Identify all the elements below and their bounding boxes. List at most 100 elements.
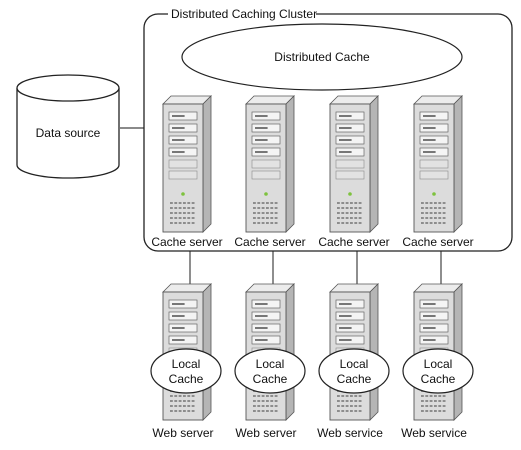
vent-slot (174, 202, 178, 204)
vent-slot (261, 202, 265, 204)
drive-bay-slot (423, 115, 436, 117)
drive-bay-slot (255, 127, 268, 129)
vent-slot (261, 400, 265, 402)
vent-slot (274, 217, 278, 219)
vent-slot (345, 212, 349, 214)
vent-slot (274, 212, 278, 214)
vent-slot (170, 212, 173, 214)
vent-slot (191, 410, 195, 412)
vent-slot (358, 212, 362, 214)
vent-slot (350, 400, 353, 402)
vent-slot (253, 207, 256, 209)
vent-slot (257, 400, 261, 402)
vent-slot (434, 395, 437, 397)
vent-slot (170, 217, 173, 219)
drive-bay-slot (339, 303, 352, 305)
vent-slot (261, 405, 265, 407)
drive-bay-slot (255, 151, 268, 153)
vent-slot (350, 212, 353, 214)
vent-slot (257, 202, 261, 204)
vent-slot (337, 207, 340, 209)
vent-slot (421, 222, 424, 224)
drive-bay-slot (339, 327, 352, 329)
vent-slot (442, 395, 446, 397)
vent-slot (274, 395, 278, 397)
vent-slot (270, 207, 274, 209)
vent-slot (438, 207, 442, 209)
vent-slot (345, 395, 349, 397)
drive-bay-slot (339, 139, 352, 141)
vent-slot (354, 395, 358, 397)
web-nodes (162, 283, 463, 421)
vent-slot (425, 217, 429, 219)
vent-slot (429, 405, 433, 407)
vent-slot (253, 202, 256, 204)
local-cache-ellipse (150, 348, 222, 394)
vent-slot (183, 405, 186, 407)
vent-slot (438, 202, 442, 204)
vent-slot (337, 400, 340, 402)
drive-bay-slot (339, 315, 352, 317)
local-cache-line2: Cache (169, 372, 204, 386)
vent-slot (191, 405, 195, 407)
cache-server-label: Cache server (402, 235, 473, 249)
vent-slot (341, 202, 345, 204)
blank-bay (335, 170, 365, 180)
vent-slot (354, 400, 358, 402)
vent-slot (421, 207, 424, 209)
local-cache-line1: Local (256, 357, 285, 371)
cache-server-icon (329, 95, 379, 233)
vent-slot (421, 212, 424, 214)
vent-slot (425, 207, 429, 209)
vent-slot (442, 222, 446, 224)
vent-slot (341, 405, 345, 407)
local-cache-ellipse (234, 348, 306, 394)
vent-slot (337, 212, 340, 214)
vent-slot (434, 410, 437, 412)
vent-slot (337, 222, 340, 224)
vent-slot (345, 405, 349, 407)
vent-slot (178, 395, 182, 397)
vent-slot (266, 217, 269, 219)
vent-slot (261, 222, 265, 224)
vent-slot (261, 207, 265, 209)
vent-slot (434, 400, 437, 402)
drive-bay-slot (172, 127, 185, 129)
vent-slot (434, 202, 437, 204)
vent-slot (274, 202, 278, 204)
blank-bay (419, 159, 449, 169)
vent-slot (257, 395, 261, 397)
server-side-face (285, 95, 295, 233)
vent-slot (270, 217, 274, 219)
vent-slot (421, 217, 424, 219)
data-source-body (16, 88, 120, 179)
vent-slot (350, 217, 353, 219)
vent-slot (434, 405, 437, 407)
vent-slot (174, 410, 178, 412)
vent-slot (438, 222, 442, 224)
vent-slot (270, 395, 274, 397)
drive-bay-slot (423, 303, 436, 305)
server-side-face (453, 95, 463, 233)
drive-bay-slot (423, 315, 436, 317)
vent-slot (421, 202, 424, 204)
vent-slot (257, 207, 261, 209)
vent-slot (350, 202, 353, 204)
drive-bay-slot (172, 139, 185, 141)
vent-slot (174, 212, 178, 214)
vent-slot (421, 410, 424, 412)
drive-bay-slot (423, 339, 436, 341)
web-node-label: Web service (317, 426, 383, 440)
vent-slot (442, 217, 446, 219)
vent-slot (429, 207, 433, 209)
vent-slot (270, 405, 274, 407)
vent-slot (261, 212, 265, 214)
drive-bay-slot (255, 327, 268, 329)
vent-slot (337, 410, 340, 412)
vent-slot (191, 217, 195, 219)
drive-bay-slot (255, 303, 268, 305)
vent-slot (358, 395, 362, 397)
vent-slot (253, 217, 256, 219)
cache-servers (162, 95, 463, 233)
